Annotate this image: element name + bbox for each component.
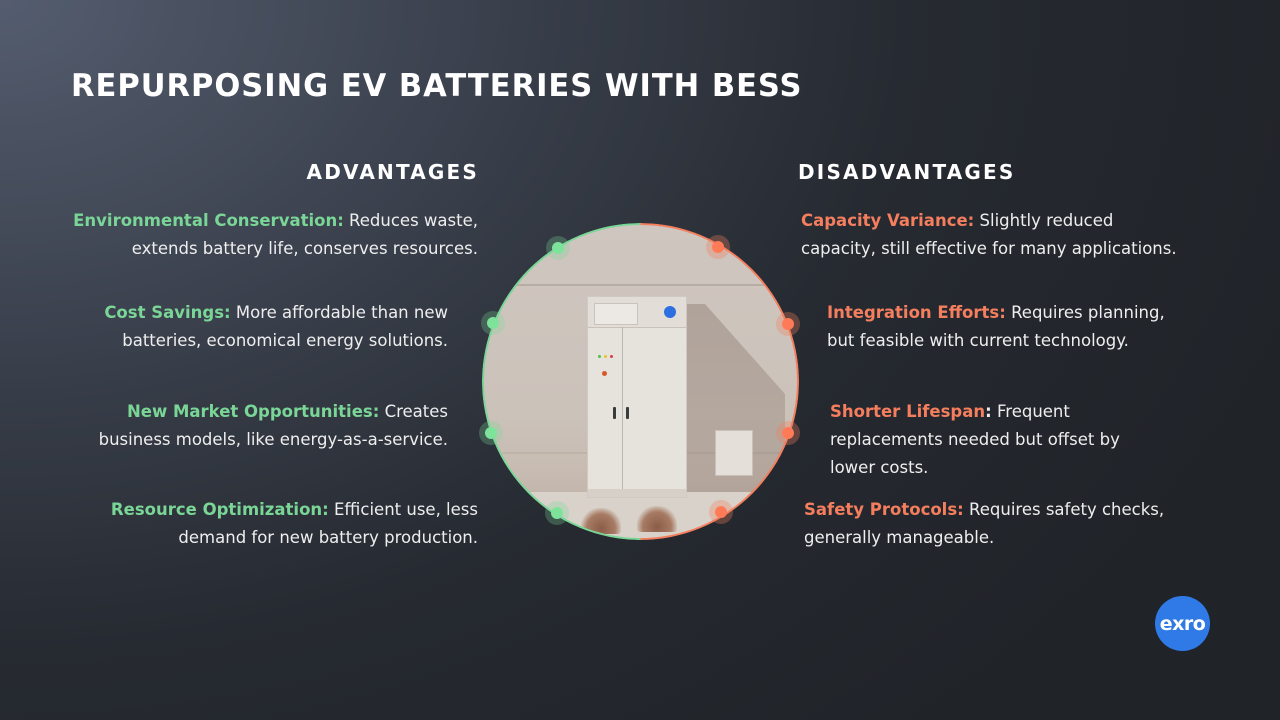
- disadvantage-label: Safety Protocols:: [804, 500, 964, 519]
- advantage-label: New Market Opportunities:: [126, 402, 380, 421]
- disadvantage-text-line2: capacity, still effective for many appli…: [801, 239, 1177, 258]
- disadvantage-item: Shorter Lifespan: Frequent replacements …: [830, 398, 1120, 482]
- advantage-marker-icon: [545, 501, 569, 525]
- disadvantage-text-line3: lower costs.: [830, 458, 929, 477]
- disadvantages-heading: DISADVANTAGES: [798, 160, 1016, 184]
- advantage-text: Creates: [379, 402, 448, 421]
- central-image: [482, 223, 799, 540]
- disadvantage-text-line2: but feasible with current technology.: [827, 331, 1129, 350]
- advantage-text-line2: demand for new battery production.: [178, 528, 478, 547]
- disadvantage-label: Shorter Lifespan: [830, 402, 986, 421]
- disadvantage-marker-icon: [776, 312, 800, 336]
- advantage-item: Resource Optimization: Efficient use, le…: [111, 496, 478, 552]
- advantage-marker-icon: [479, 421, 503, 445]
- disadvantage-text: Requires safety checks,: [963, 500, 1165, 519]
- disadvantage-text: Frequent: [991, 402, 1070, 421]
- advantage-label: Environmental Conservation:: [73, 211, 344, 230]
- disadvantage-marker-icon: [709, 500, 733, 524]
- slide-title: REPURPOSING EV BATTERIES WITH BESS: [71, 68, 803, 104]
- disadvantage-item: Integration Efforts: Requires planning, …: [827, 299, 1165, 355]
- advantage-text: Reduces waste,: [343, 211, 478, 230]
- exro-logo: exro: [1155, 596, 1210, 651]
- disadvantage-text: Slightly reduced: [974, 211, 1114, 230]
- advantage-item: Environmental Conservation: Reduces wast…: [73, 207, 478, 263]
- advantage-text-line2: batteries, economical energy solutions.: [122, 331, 448, 350]
- advantage-text-line2: extends battery life, conserves resource…: [131, 239, 478, 258]
- logo-text: exro: [1159, 612, 1206, 635]
- disadvantage-label: Capacity Variance:: [801, 211, 975, 230]
- disadvantage-marker-icon: [776, 421, 800, 445]
- advantage-item: New Market Opportunities: Creates busine…: [99, 398, 448, 454]
- advantage-item: Cost Savings: More affordable than new b…: [104, 299, 448, 355]
- disadvantage-label: Integration Efforts:: [827, 303, 1006, 322]
- disadvantage-colon: :: [985, 402, 992, 421]
- advantage-label: Cost Savings:: [104, 303, 231, 322]
- advantage-label: Resource Optimization:: [110, 500, 329, 519]
- disadvantage-text: Requires planning,: [1005, 303, 1165, 322]
- advantage-text-line2: business models, like energy-as-a-servic…: [98, 430, 448, 449]
- advantage-text: Efficient use, less: [328, 500, 478, 519]
- circle-border: [482, 223, 799, 540]
- advantage-text: More affordable than new: [230, 303, 448, 322]
- disadvantage-text-line2: generally manageable.: [804, 528, 995, 547]
- advantage-marker-icon: [481, 311, 505, 335]
- advantages-heading: ADVANTAGES: [306, 160, 479, 184]
- disadvantage-marker-icon: [706, 235, 730, 259]
- disadvantage-item: Capacity Variance: Slightly reduced capa…: [801, 207, 1177, 263]
- disadvantage-text-line2: replacements needed but offset by: [830, 430, 1120, 449]
- disadvantage-item: Safety Protocols: Requires safety checks…: [804, 496, 1164, 552]
- advantage-marker-icon: [546, 236, 570, 260]
